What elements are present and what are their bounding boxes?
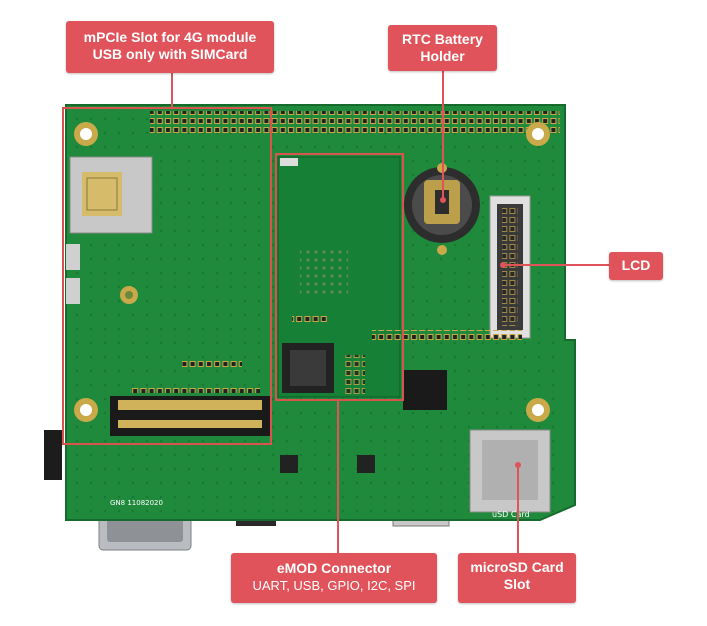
leader-lines <box>171 71 609 553</box>
mounting-holes <box>74 122 550 422</box>
chip <box>403 370 447 410</box>
mpcie-slot <box>110 385 270 436</box>
button-2 <box>357 455 375 473</box>
sim-card-holder <box>69 156 153 234</box>
emod-callout-line1: eMOD Connector <box>276 560 392 576</box>
button <box>280 455 298 473</box>
gpio-header <box>150 111 560 133</box>
side-jack <box>44 430 62 480</box>
sd-board-label: uSD Card <box>492 510 530 519</box>
lcd-callout: LCD <box>609 252 663 280</box>
pin-row <box>372 330 522 340</box>
emod-module <box>277 156 401 398</box>
lcd-connector <box>489 195 531 339</box>
mpcie-callout-line1: mPCIe Slot for 4G module <box>83 29 257 45</box>
rtc-callout-line1: RTC Battery <box>402 31 483 47</box>
mpcie-highlight-box <box>62 107 272 445</box>
lcd-callout-line1: LCD <box>621 257 651 273</box>
board-serial: GN8 11082020 <box>110 499 163 507</box>
emod-callout: eMOD Connector UART, USB, GPIO, I2C, SPI <box>231 553 437 603</box>
emod-highlight-box <box>275 153 404 401</box>
usb-ports <box>66 244 80 304</box>
rtc-callout: RTC Battery Holder <box>388 25 497 71</box>
rtc-callout-line2: Holder <box>420 48 465 64</box>
microsd-slot <box>469 429 551 513</box>
rtc-battery-holder <box>404 163 480 255</box>
microsd-callout-line2: Slot <box>503 576 531 592</box>
microsd-callout-line1: microSD Card <box>470 559 564 575</box>
mpcie-callout-line2: USB only with SIMCard <box>92 46 248 62</box>
pin-row-2 <box>182 360 242 368</box>
emod-callout-line2: UART, USB, GPIO, I2C, SPI <box>252 578 416 593</box>
microsd-callout: microSD Card Slot <box>458 553 576 603</box>
mpcie-callout: mPCIe Slot for 4G module USB only with S… <box>66 21 274 73</box>
